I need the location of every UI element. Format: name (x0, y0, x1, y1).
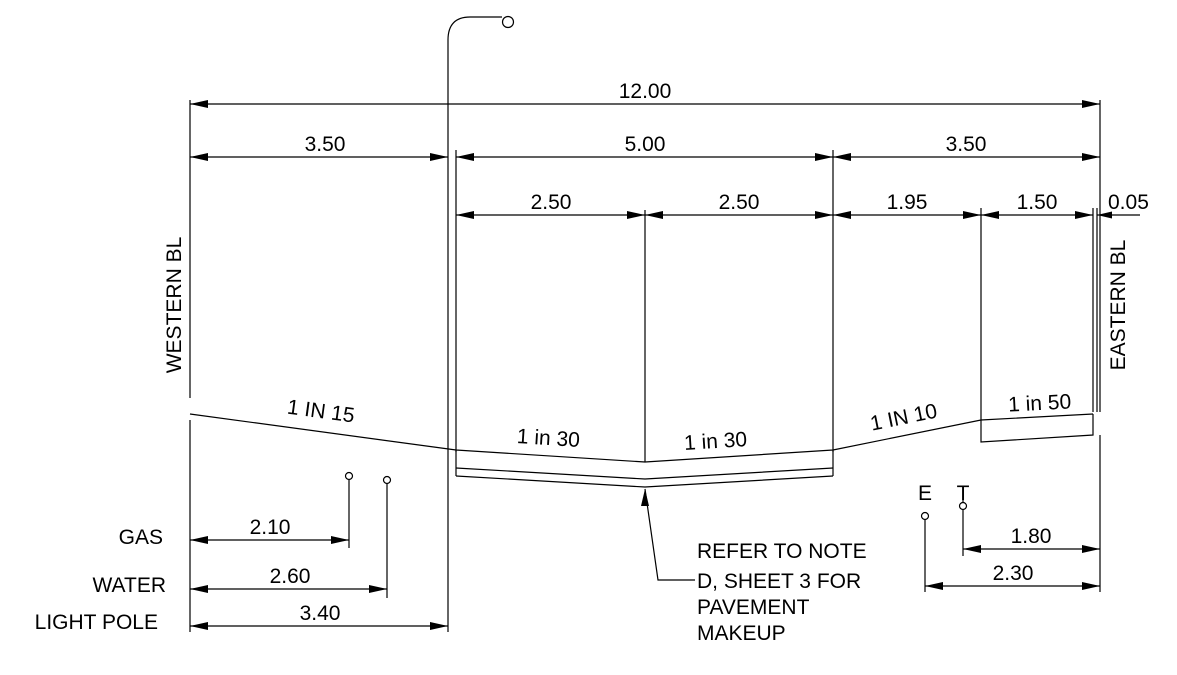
dimension-lane-west: 2.50 (456, 191, 645, 219)
dimension-gas: 2.10 (190, 516, 349, 544)
dimension-carriageway-label: 5.00 (625, 133, 666, 156)
water-label: WATER (93, 574, 167, 597)
dimension-electric: 2.30 (925, 562, 1100, 590)
eastern-boundary-label: EASTERN BL (1107, 240, 1130, 371)
slope-lane-east-label: 1 in 30 (683, 428, 747, 455)
water-offset-label: 2.60 (270, 565, 311, 588)
electric-label: E (918, 482, 932, 505)
dimension-lane-east-label: 2.50 (719, 191, 760, 214)
gas-label: GAS (119, 526, 163, 549)
dimension-west-verge: 3.50 (190, 133, 448, 161)
dimension-light-pole: 3.40 (190, 602, 448, 630)
dimension-east-seg-b-label: 1.50 (1017, 191, 1058, 214)
telecom-symbol (958, 501, 968, 511)
telecom-offset-label: 1.80 (1011, 525, 1052, 548)
dimension-total-label: 12.00 (619, 80, 672, 103)
light-pole-lamp (501, 15, 515, 29)
light-pole (447, 16, 502, 632)
pavement-note-line-2: D, SHEET 3 FOR (697, 570, 861, 593)
dimension-east-seg-a-label: 1.95 (887, 191, 928, 214)
light-pole-label: LIGHT POLE (35, 611, 158, 634)
dimension-west-verge-label: 3.50 (305, 133, 346, 156)
dimension-east-seg-b: 1.50 (981, 191, 1093, 219)
light-pole-offset-label: 3.40 (300, 602, 341, 625)
pavement-note-leader (641, 488, 695, 581)
gas-main-symbol (344, 471, 354, 481)
electric-offset-label: 2.30 (993, 562, 1034, 585)
slope-west-verge-label: 1 IN 15 (286, 396, 356, 428)
western-boundary-label: WESTERN BL (163, 237, 186, 374)
dimension-lane-west-label: 2.50 (531, 191, 572, 214)
pavement-bottom-line (455, 475, 834, 488)
dimension-total: 12.00 (190, 80, 1100, 108)
slope-lane-west-label: 1 in 30 (516, 425, 580, 452)
water-main-symbol (382, 475, 392, 485)
dimension-carriageway: 5.00 (456, 133, 833, 161)
telecom-label: T (957, 482, 970, 505)
dimension-east-verge-label: 3.50 (946, 133, 987, 156)
footpath-slab (980, 414, 1094, 443)
pavement-note: REFER TO NOTE D, SHEET 3 FOR PAVEMENT MA… (697, 540, 867, 645)
pavement-note-line-3: PAVEMENT (697, 596, 810, 619)
pavement-bottom-top-line (455, 467, 834, 480)
pavement-note-line-1: REFER TO NOTE (697, 540, 867, 563)
finished-surface-profile (189, 413, 1094, 463)
pavement-note-line-4: MAKEUP (697, 622, 786, 645)
slope-footpath-label: 1 in 50 (1008, 390, 1072, 416)
dimension-east-seg-c-label: 0.05 (1108, 191, 1149, 214)
dimension-telecom: 1.80 (963, 525, 1100, 553)
gas-offset-label: 2.10 (250, 516, 291, 539)
dimension-lane-east: 2.50 (645, 191, 833, 219)
dimension-water: 2.60 (190, 565, 387, 593)
electric-symbol (920, 511, 930, 521)
dimension-east-verge: 3.50 (833, 133, 1100, 161)
dimension-east-seg-a: 1.95 (833, 191, 981, 219)
dimension-east-seg-c: 0.05 (1097, 191, 1149, 219)
